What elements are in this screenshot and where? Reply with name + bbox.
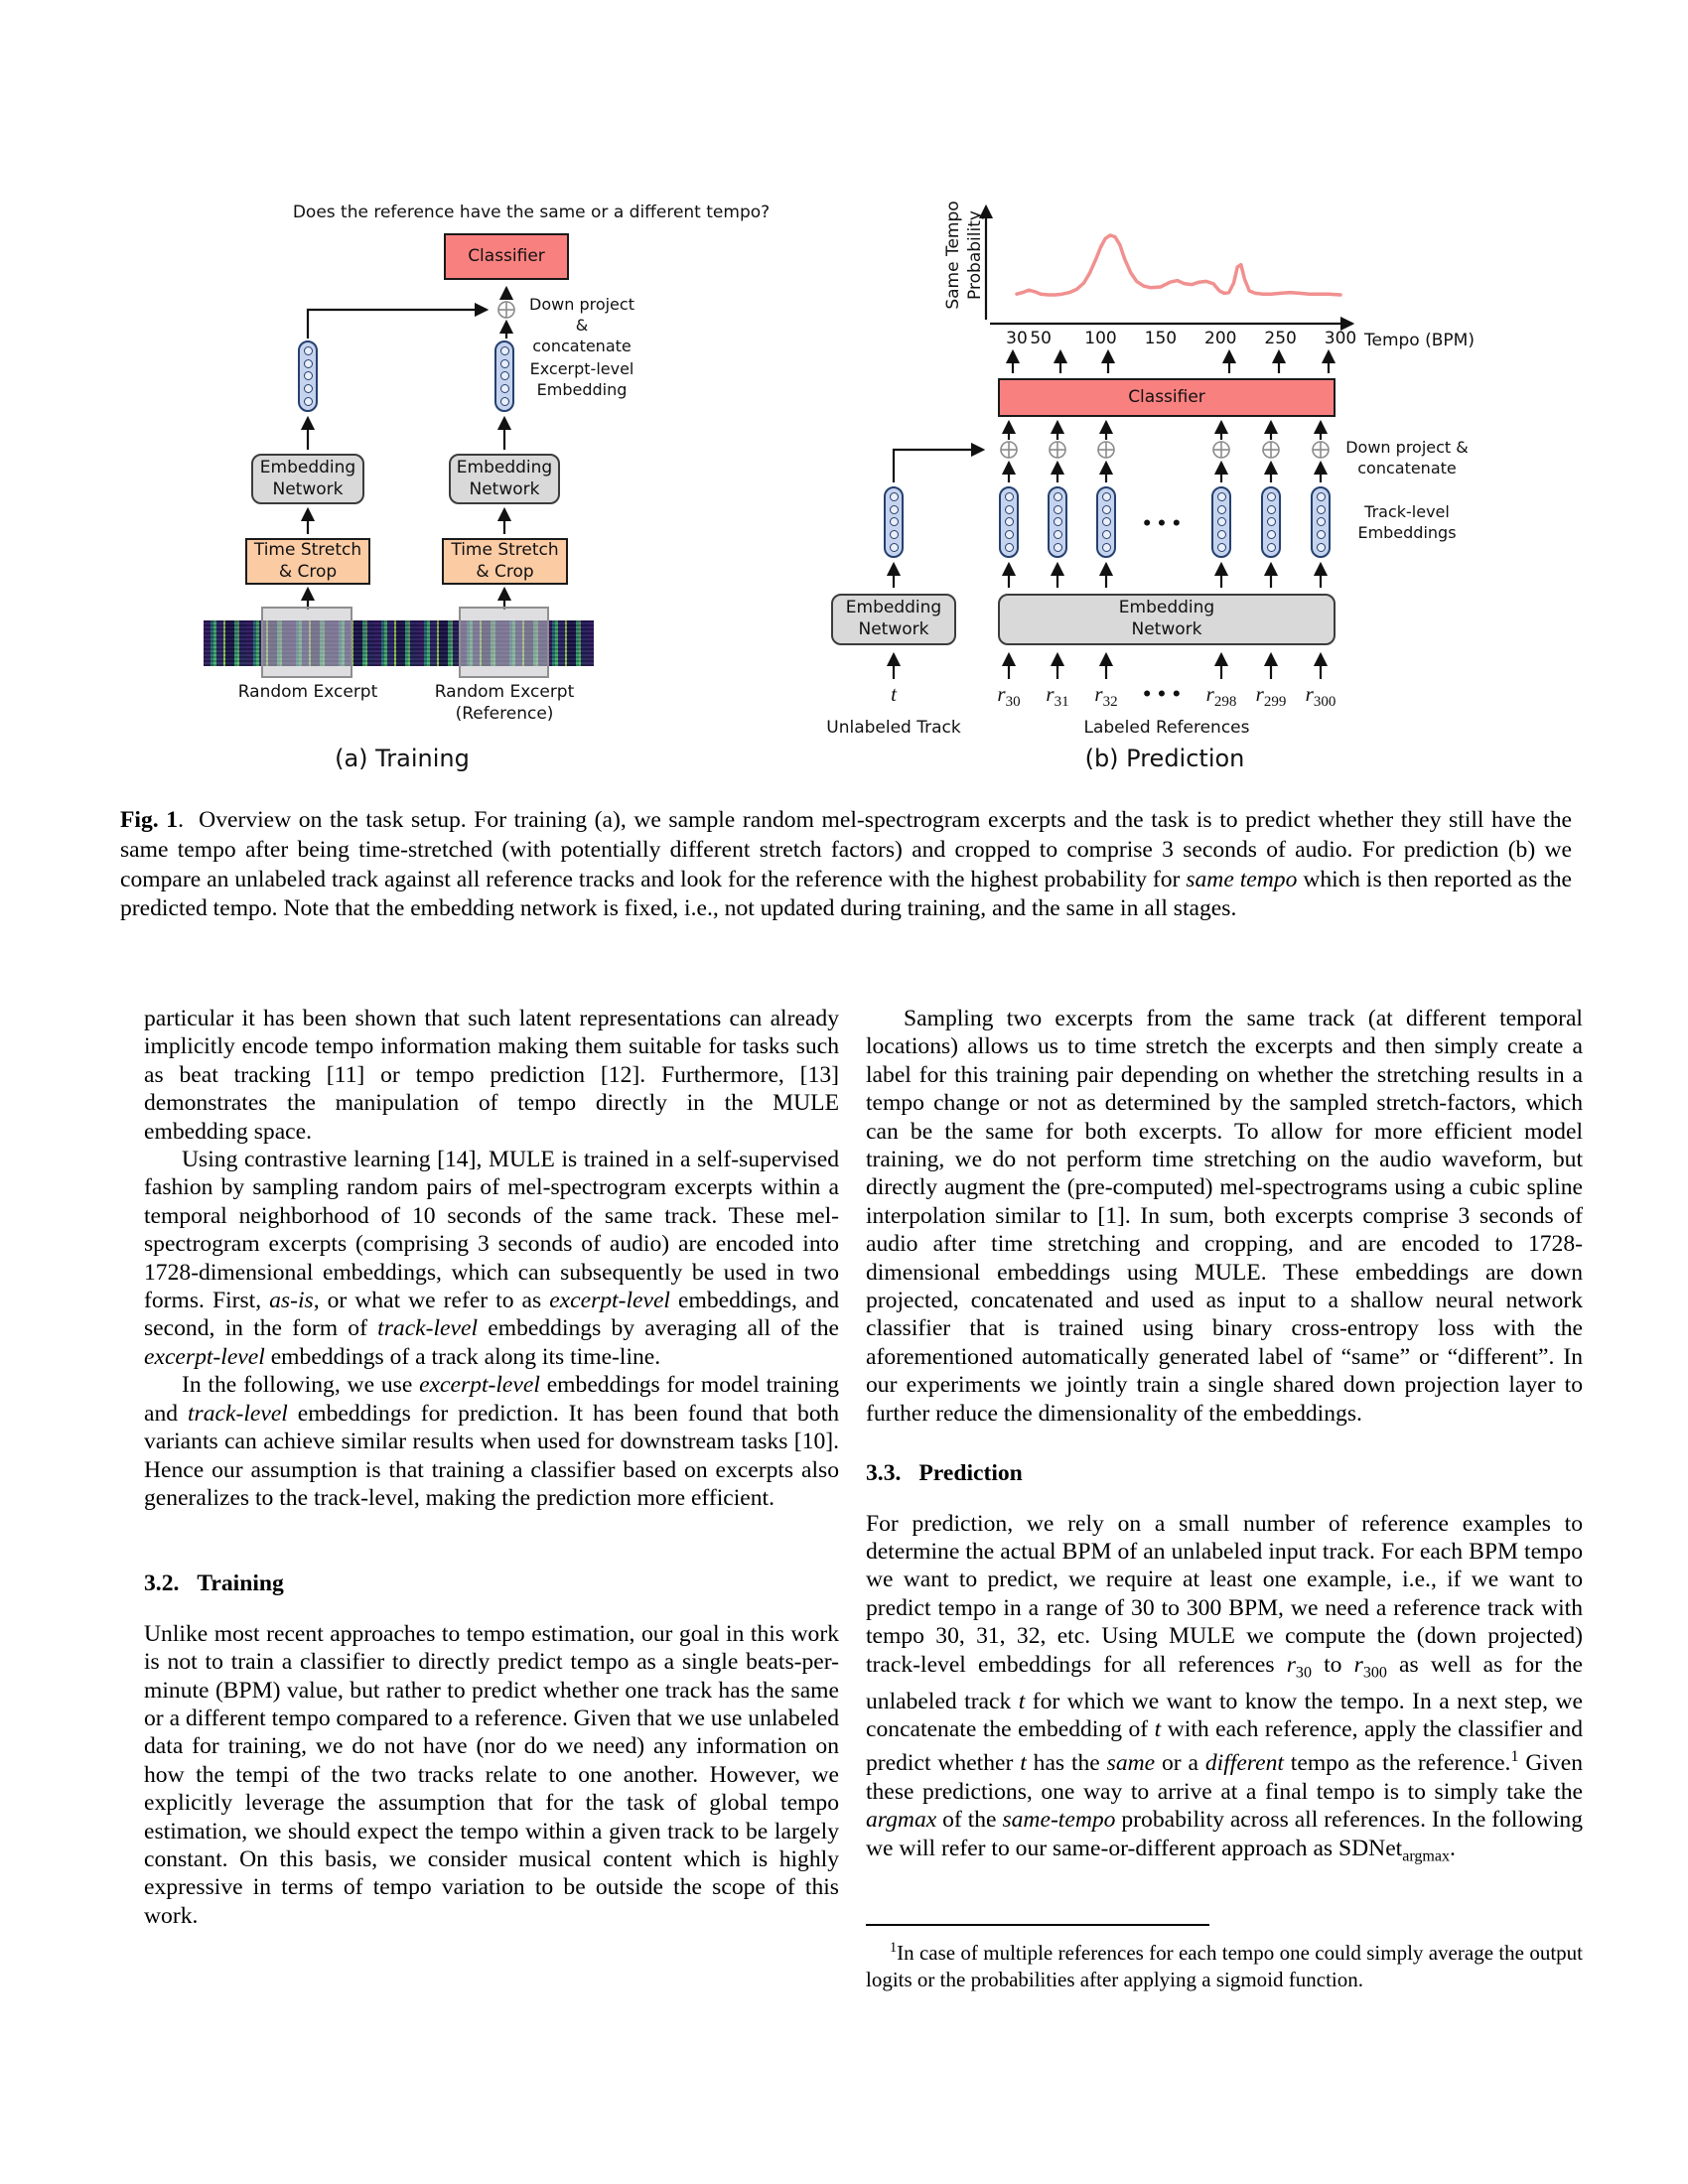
axis-tick: 250 — [1264, 329, 1297, 348]
time-stretch-label: Time Stretch & Crop — [253, 539, 362, 582]
time-stretch-label: Time Stretch & Crop — [451, 539, 559, 582]
excerpt-window — [261, 607, 352, 678]
time-stretch-box: Time Stretch & Crop — [245, 538, 370, 585]
y-axis-label: Same Tempo Probability — [943, 201, 986, 310]
axis-tick: 300 — [1324, 329, 1357, 348]
x-axis-title: Tempo (BPM) — [1364, 331, 1475, 350]
embedding-capsule — [1311, 486, 1331, 558]
paragraph: Using contrastive learning [14], MULE is… — [144, 1147, 839, 1370]
ellipsis: ••• — [1141, 514, 1187, 534]
embedding-capsule — [1096, 486, 1116, 558]
subcaption-prediction: (b) Prediction — [1084, 745, 1245, 772]
same-tempo-probability-curve — [1015, 233, 1342, 297]
classifier-box-prediction: Classifier — [998, 378, 1336, 417]
figure-question: Does the reference have the same or a di… — [292, 203, 771, 222]
section-heading: 3.2.Training — [144, 1570, 284, 1597]
paragraph: Sampling two excerpts from the same trac… — [866, 1006, 1583, 1427]
embedding-capsule — [1211, 486, 1231, 558]
reference-label: r32 — [1094, 682, 1118, 711]
embedding-network-label: Embedding Network — [456, 457, 553, 499]
down-project-label-prediction: Down project & concatenate — [1345, 438, 1469, 478]
axis-tick: 100 — [1084, 329, 1117, 348]
embedding-capsule-unlabeled — [884, 486, 904, 558]
classifier-label: Classifier — [468, 245, 545, 266]
down-project-label-training: Down project & concatenate — [529, 295, 634, 356]
paragraph: In the following, we use excerpt-level e… — [144, 1372, 840, 1511]
random-excerpt-reference-label: Random Excerpt (Reference) — [434, 682, 575, 725]
figure-caption: Fig. 1. Overview on the task setup. For … — [120, 807, 1572, 922]
unlabeled-track-label: Unlabeled Track — [826, 718, 961, 738]
axis-tick: 30 — [1006, 329, 1028, 348]
footnote: 1In case of multiple references for each… — [866, 1924, 1583, 1993]
axis-tick: 150 — [1144, 329, 1178, 348]
embedding-capsule — [999, 486, 1019, 558]
input-track-t: t — [891, 682, 897, 706]
footnote-text: 1In case of multiple references for each… — [866, 1940, 1583, 1991]
time-stretch-box: Time Stretch & Crop — [442, 538, 568, 585]
excerpt-window — [459, 607, 549, 678]
embedding-network-label: Embedding Network — [259, 457, 356, 499]
embedding-network-box: Embedding Network — [251, 454, 364, 504]
classifier-box-training: Classifier — [444, 233, 569, 280]
labeled-references-label: Labeled References — [1083, 718, 1250, 738]
embedding-network-label: Embedding Network — [845, 598, 942, 639]
classifier-label: Classifier — [1128, 386, 1205, 407]
footnote-rule — [866, 1924, 1209, 1926]
ellipsis: ••• — [1141, 685, 1187, 705]
embedding-capsule — [1048, 486, 1067, 558]
reference-label: r31 — [1046, 682, 1069, 711]
subcaption-training: (a) Training — [335, 745, 470, 772]
body-column-left: particular it has been shown that such l… — [144, 1005, 839, 1930]
reference-label: r299 — [1255, 682, 1287, 711]
body-column-right: Sampling two excerpts from the same trac… — [866, 1005, 1583, 1871]
embedding-network-label: Embedding Network — [1118, 598, 1215, 639]
reference-label: r300 — [1305, 682, 1336, 711]
paragraph: For prediction, we rely on a small numbe… — [866, 1510, 1584, 1865]
reference-label: r30 — [997, 682, 1021, 711]
axis-tick: 50 — [1030, 329, 1052, 348]
random-excerpt-label: Random Excerpt — [237, 682, 378, 702]
embedding-capsule — [494, 341, 514, 412]
paragraph: Unlike most recent approaches to tempo e… — [144, 1620, 839, 1929]
embedding-network-box: Embedding Network — [449, 454, 560, 504]
embedding-network-box-unlabeled: Embedding Network — [831, 594, 956, 645]
track-embeddings-label: Track-level Embeddings — [1357, 502, 1457, 543]
axis-tick: 200 — [1204, 329, 1237, 348]
embedding-capsule — [298, 341, 318, 412]
reference-label: r298 — [1205, 682, 1237, 711]
section-heading: 3.3.Prediction — [866, 1460, 1023, 1487]
paragraph: particular it has been shown that such l… — [144, 1006, 839, 1145]
embedding-network-box-references: Embedding Network — [998, 594, 1336, 645]
embedding-capsule — [1261, 486, 1281, 558]
excerpt-embedding-label: Excerpt-level Embedding — [529, 359, 634, 400]
